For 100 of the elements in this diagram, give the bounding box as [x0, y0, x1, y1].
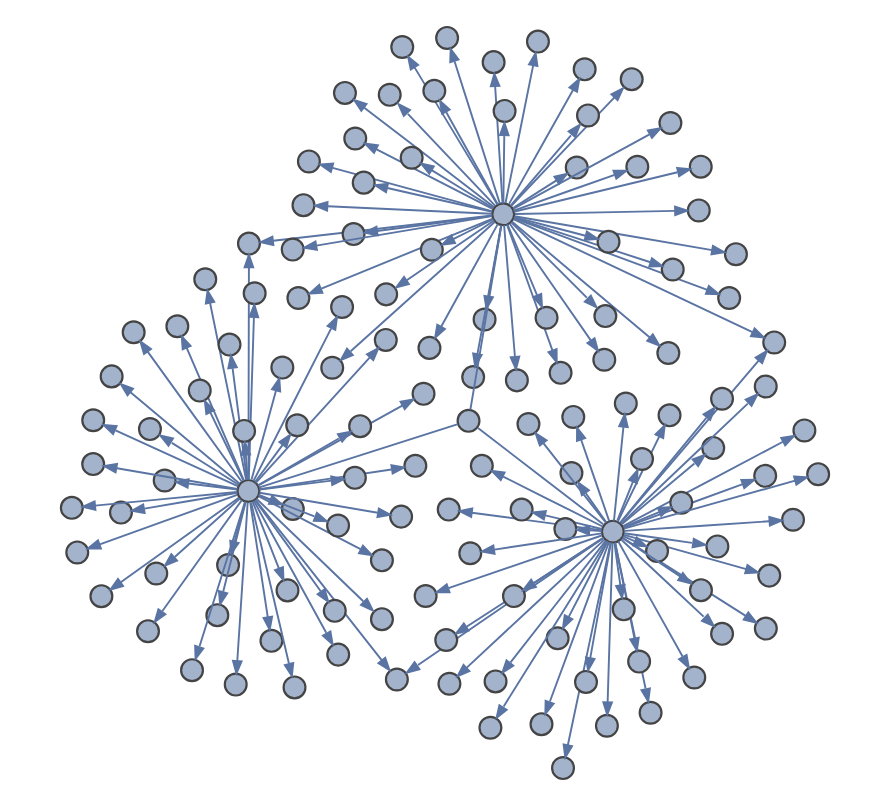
- arrow: [505, 223, 557, 365]
- node-circle: [235, 478, 260, 503]
- node-circle: [342, 126, 367, 151]
- node-circle: [269, 355, 294, 380]
- node-circle: [599, 519, 624, 544]
- arrow: [622, 515, 784, 532]
- arrow: [621, 506, 673, 529]
- node-circle: [179, 658, 203, 683]
- arrow: [612, 542, 625, 601]
- node-circle: [136, 417, 161, 442]
- node-circle: [592, 304, 617, 329]
- node-circle: [186, 378, 211, 403]
- arrow: [392, 219, 494, 290]
- node-circle: [325, 513, 350, 538]
- arrow: [253, 499, 391, 673]
- arrow: [251, 314, 338, 482]
- node-circle: [216, 332, 241, 357]
- arrow: [246, 301, 259, 481]
- node-circle: [722, 242, 747, 267]
- arrow: [505, 223, 543, 310]
- arrow: [560, 540, 608, 631]
- arrow: [561, 542, 611, 761]
- node-circle: [681, 665, 706, 690]
- arrow: [253, 499, 329, 605]
- arrow: [156, 434, 239, 486]
- arrow: [455, 507, 601, 532]
- node-circle: [709, 621, 734, 646]
- node-circle: [656, 403, 681, 428]
- arrow: [622, 532, 708, 549]
- arrow: [257, 463, 406, 491]
- arrow: [239, 439, 251, 481]
- arrow: [256, 430, 353, 487]
- arrow: [511, 172, 569, 209]
- arrow: [193, 500, 245, 662]
- arrow: [172, 477, 238, 491]
- arrow: [503, 50, 538, 204]
- node-circle: [436, 671, 461, 696]
- arrow: [311, 200, 492, 215]
- arrow: [100, 423, 239, 488]
- node-circle: [350, 170, 375, 195]
- arrow: [497, 120, 509, 205]
- node-circle: [805, 462, 830, 487]
- node-circle: [58, 495, 83, 520]
- node-circle: [120, 320, 145, 345]
- node-circle: [402, 453, 427, 478]
- node-circle: [655, 341, 680, 366]
- arrow: [619, 538, 715, 629]
- node-circle: [231, 418, 256, 443]
- arrow: [612, 411, 628, 522]
- node-circle: [644, 539, 669, 564]
- node-circle: [284, 413, 309, 438]
- arrow: [452, 537, 603, 636]
- node-circle: [340, 222, 365, 247]
- node-circle: [347, 414, 372, 439]
- arrow: [507, 76, 580, 205]
- node-circle: [455, 408, 480, 433]
- arrow: [601, 542, 613, 718]
- arrow: [405, 54, 498, 206]
- node-circle: [659, 257, 684, 282]
- arrow: [620, 537, 758, 625]
- node-circle: [135, 619, 159, 644]
- arrow: [78, 491, 237, 512]
- node-circle: [107, 500, 132, 525]
- node-circle: [279, 496, 304, 521]
- node-circle: [418, 237, 443, 262]
- node-circle: [434, 25, 459, 50]
- arrow: [179, 333, 244, 482]
- node-circle: [752, 374, 777, 399]
- arrow: [494, 540, 607, 721]
- node-circle: [756, 563, 781, 588]
- arrow: [529, 509, 602, 530]
- node-circle: [752, 616, 777, 641]
- node-circle: [610, 597, 635, 622]
- node-circle: [626, 649, 651, 674]
- arrow: [253, 345, 380, 484]
- arrow: [511, 169, 629, 212]
- node-circle: [550, 756, 575, 781]
- node-circle: [761, 330, 786, 355]
- node-circle: [791, 418, 816, 443]
- arrow: [432, 534, 602, 594]
- arrow: [621, 434, 796, 528]
- arrow: [621, 478, 757, 529]
- node-circle: [204, 603, 229, 628]
- node-circle: [329, 295, 354, 320]
- node-circle: [575, 103, 599, 128]
- node-circle: [528, 712, 553, 737]
- node-circle: [515, 412, 540, 437]
- node-circle: [508, 497, 533, 522]
- arrow: [615, 422, 665, 523]
- arrow: [622, 533, 760, 575]
- node-circle: [373, 282, 398, 307]
- arrow: [117, 382, 240, 485]
- arrow: [511, 218, 766, 339]
- arrow: [300, 215, 492, 251]
- arrow: [226, 352, 247, 481]
- node-circle: [629, 447, 654, 472]
- arrow: [616, 540, 690, 671]
- node-circle: [143, 561, 168, 586]
- arrow: [499, 539, 606, 675]
- node-circle: [657, 110, 682, 135]
